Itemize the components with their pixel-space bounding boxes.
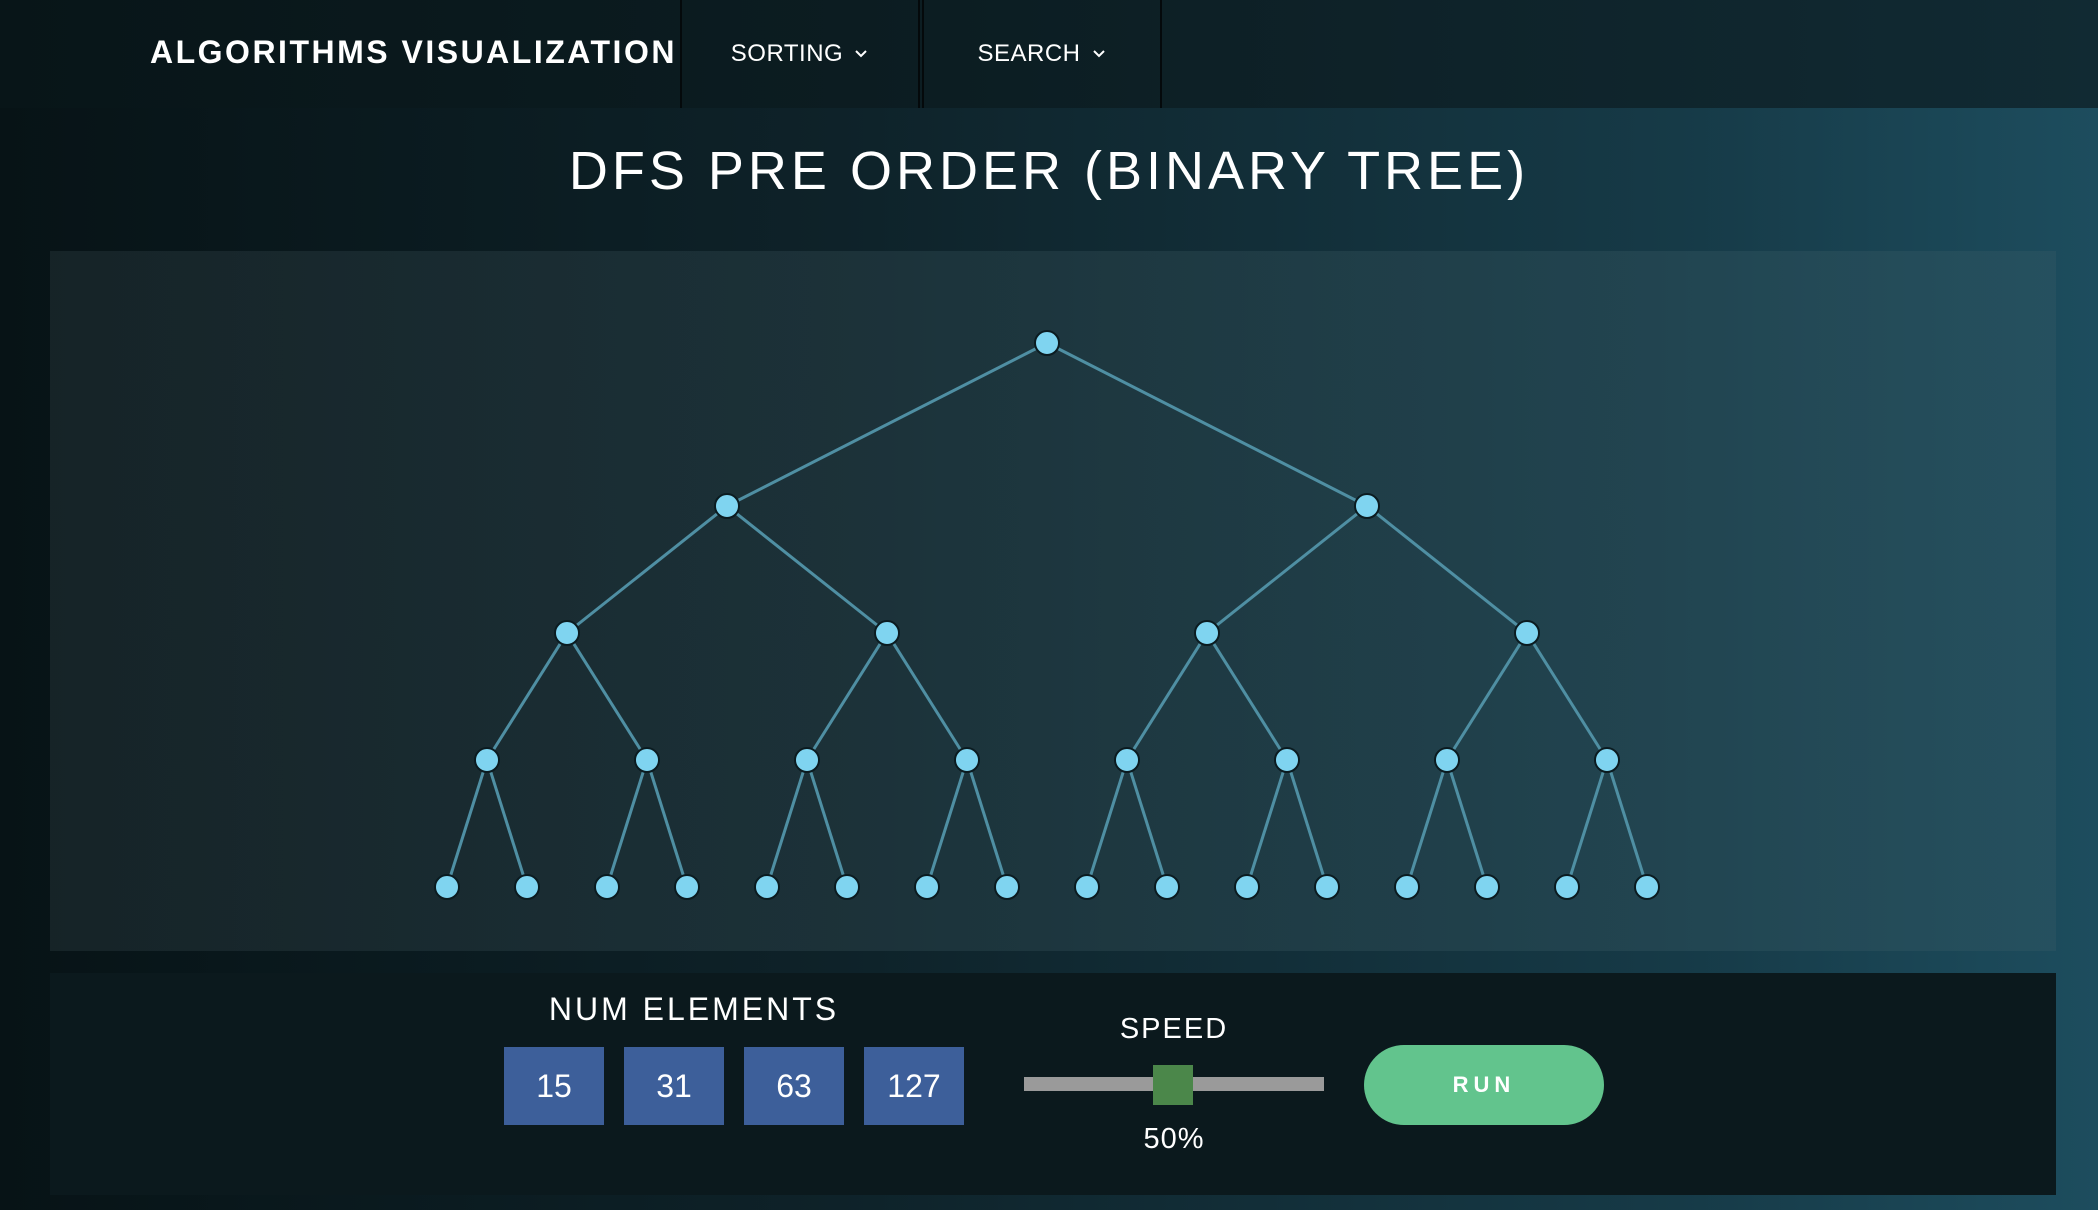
num-elements-button-31[interactable]: 31 [624, 1047, 724, 1125]
tree-node [1314, 874, 1340, 900]
tree-node [1434, 747, 1460, 773]
tree-node [994, 874, 1020, 900]
tree-edge [965, 759, 1009, 888]
speed-value: 50% [1143, 1123, 1205, 1155]
tree-edge [1245, 759, 1289, 888]
tree-edge [1125, 632, 1209, 761]
speed-slider-thumb[interactable] [1153, 1065, 1193, 1105]
nav-search-label: SEARCH [977, 40, 1081, 67]
tree-node [634, 747, 660, 773]
tree-edge [1285, 759, 1329, 888]
num-elements-button-63[interactable]: 63 [744, 1047, 844, 1125]
tree-edge [1125, 759, 1169, 888]
page-title: DFS PRE ORDER (BINARY TREE) [568, 141, 1530, 201]
tree-edge [925, 759, 969, 888]
tree-node [514, 874, 540, 900]
tree-node [474, 747, 500, 773]
num-elements-label: NUM ELEMENTS [548, 991, 840, 1027]
tree-edge [1046, 341, 1368, 508]
tree-edges [445, 341, 1649, 888]
tree-node [1474, 874, 1500, 900]
tree-edge [726, 341, 1048, 508]
tree-node [1394, 874, 1420, 900]
tree-node [754, 874, 780, 900]
tree-node [1354, 493, 1380, 519]
tree-node [714, 493, 740, 519]
tree-canvas [50, 251, 2056, 951]
tree-edge [1605, 759, 1649, 888]
tree-edge [1445, 632, 1529, 761]
tree-edge [1445, 759, 1489, 888]
tree-node [434, 874, 460, 900]
binary-tree-visualization [434, 330, 1660, 900]
tree-edge [805, 632, 889, 761]
nav-sorting-label: SORTING [730, 40, 844, 67]
nav-dropdown-search[interactable]: SEARCH [922, 0, 1162, 108]
tree-node [594, 874, 620, 900]
tree-nodes [434, 330, 1660, 900]
tree-node [1594, 747, 1620, 773]
tree-node [834, 874, 860, 900]
chevron-down-icon [1092, 50, 1105, 58]
tree-edge [805, 759, 849, 888]
tree-edge [1085, 759, 1129, 888]
tree-edge [765, 759, 809, 888]
tree-node [1234, 874, 1260, 900]
run-button[interactable]: RUN [1364, 1045, 1604, 1125]
tree-edge [1565, 759, 1609, 888]
tree-node [914, 874, 940, 900]
tree-node [554, 620, 580, 646]
tree-edge [726, 504, 888, 635]
brand-title[interactable]: ALGORITHMS VISUALIZATION [150, 34, 677, 70]
num-elements-button-15[interactable]: 15 [504, 1047, 604, 1125]
tree-edge [1205, 632, 1289, 761]
tree-node [794, 747, 820, 773]
top-navbar: ALGORITHMS VISUALIZATION SORTING SEARCH [0, 0, 2098, 108]
tree-edge [885, 632, 969, 761]
tree-node [1074, 874, 1100, 900]
tree-edge [1405, 759, 1449, 888]
tree-edge [1366, 504, 1528, 635]
num-elements-button-127[interactable]: 127 [864, 1047, 964, 1125]
chevron-down-icon [855, 50, 867, 58]
tree-node [954, 747, 980, 773]
tree-node [1514, 620, 1540, 646]
tree-edge [605, 759, 649, 888]
nav-dropdown-sorting[interactable]: SORTING [680, 0, 920, 108]
tree-edge [485, 759, 529, 888]
tree-node [1274, 747, 1300, 773]
tree-edge [1525, 632, 1609, 761]
tree-edge [565, 632, 649, 761]
tree-node [874, 620, 900, 646]
tree-node [1554, 874, 1580, 900]
tree-edge [485, 632, 569, 761]
tree-node [1034, 330, 1060, 356]
control-panel: NUM ELEMENTS 15 31 63 127 SPEED 50% RUN [50, 973, 2056, 1195]
tree-node [1634, 874, 1660, 900]
tree-node [1194, 620, 1220, 646]
tree-edge [566, 504, 728, 635]
tree-node [1114, 747, 1140, 773]
tree-node [1154, 874, 1180, 900]
tree-edge [645, 759, 689, 888]
tree-edge [1206, 504, 1368, 635]
speed-label: SPEED [1119, 1013, 1229, 1045]
tree-edge [445, 759, 489, 888]
tree-node [674, 874, 700, 900]
